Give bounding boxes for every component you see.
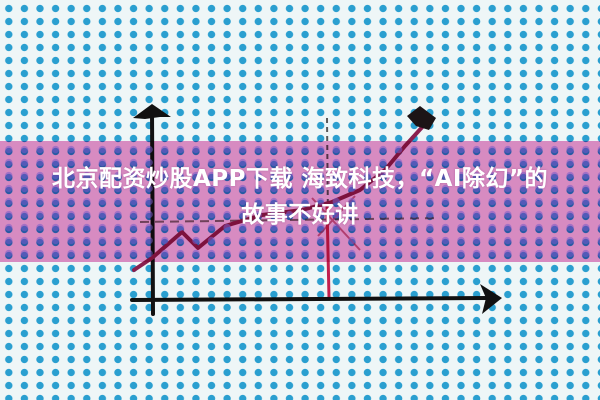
y-axis-arrowhead xyxy=(133,104,171,119)
title-band-dots xyxy=(0,141,600,262)
x-axis xyxy=(130,296,490,302)
article-title: 北京配资炒股APP下载 海致科技，“AI除幻”的 故事不好讲 xyxy=(0,161,600,233)
title-line-2: 故事不好讲 xyxy=(241,202,359,228)
title-line-1: 北京配资炒股APP下载 海致科技，“AI除幻”的 xyxy=(51,166,549,192)
x-axis-arrowhead xyxy=(480,284,502,314)
trend-arrowhead xyxy=(407,106,436,130)
